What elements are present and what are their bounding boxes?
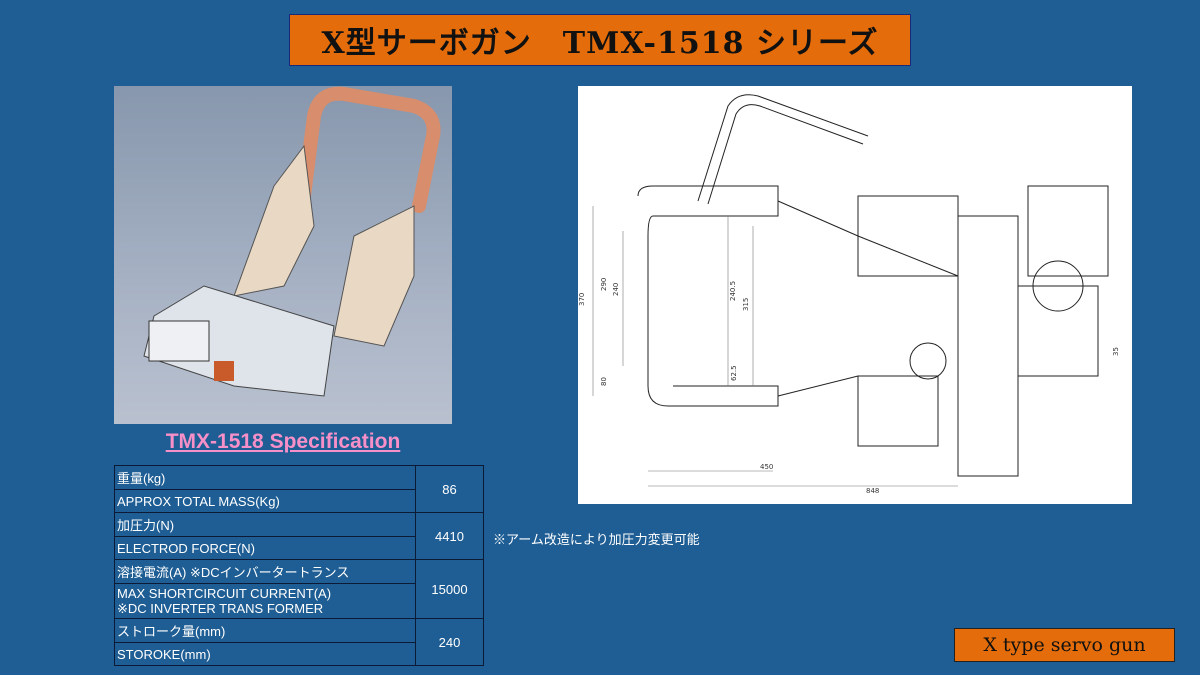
spec-label-en: ELECTROD FORCE(N) <box>114 536 416 560</box>
spec-value: 4410 <box>415 512 484 560</box>
dim-label: 80 <box>600 377 608 386</box>
table-row: STOROKE(mm) <box>114 642 484 666</box>
table-row: 重量(kg)86 <box>114 465 484 513</box>
spec-value: 15000 <box>415 559 484 619</box>
spec-table: 重量(kg)86 APPROX TOTAL MASS(Kg) 加圧力(N)441… <box>114 465 484 666</box>
spec-label-en-line2: ※DC INVERTER TRANS FORMER <box>117 601 324 616</box>
page-title: X型サーボガン TMX-1518 シリーズ <box>289 14 911 66</box>
table-row: ストローク量(mm)240 <box>114 618 484 666</box>
table-row: 加圧力(N)4410 <box>114 512 484 560</box>
dim-label: 35 <box>1112 347 1120 356</box>
dim-label: 290 <box>600 278 608 291</box>
spec-label-en: MAX SHORTCIRCUIT CURRENT(A)※DC INVERTER … <box>114 583 416 619</box>
spec-label-jp: 重量(kg) <box>114 465 416 490</box>
dim-label: 240.5 <box>729 281 737 301</box>
servo-gun-photo <box>114 86 452 424</box>
table-row: MAX SHORTCIRCUIT CURRENT(A)※DC INVERTER … <box>114 583 484 619</box>
table-row: APPROX TOTAL MASS(Kg) <box>114 489 484 513</box>
spec-value: 240 <box>415 618 484 666</box>
technical-drawing: 370 290 240 315 240.5 80 62.5 450 848 35 <box>578 86 1132 504</box>
spec-label-jp: 溶接電流(A) ※DCインバータートランス <box>114 559 416 584</box>
spec-label-jp: ストローク量(mm) <box>114 618 416 643</box>
dim-label: 62.5 <box>730 365 738 381</box>
spec-label-en: STOROKE(mm) <box>114 642 416 666</box>
product-type-badge: X type servo gun <box>954 628 1175 662</box>
spec-label-jp: 加圧力(N) <box>114 512 416 537</box>
dim-label: 450 <box>760 463 773 471</box>
dim-label: 848 <box>866 487 879 495</box>
spec-label-en: APPROX TOTAL MASS(Kg) <box>114 489 416 513</box>
dim-label: 315 <box>742 298 750 311</box>
dim-label: 240 <box>612 283 620 296</box>
dim-label: 370 <box>578 293 586 306</box>
table-row: ELECTROD FORCE(N) <box>114 536 484 560</box>
spec-title: TMX-1518 Specification <box>165 430 401 453</box>
spec-value: 86 <box>415 465 484 513</box>
spec-label-en-line1: MAX SHORTCIRCUIT CURRENT(A) <box>117 586 332 601</box>
force-note: ※アーム改造により加圧力変更可能 <box>493 532 700 547</box>
